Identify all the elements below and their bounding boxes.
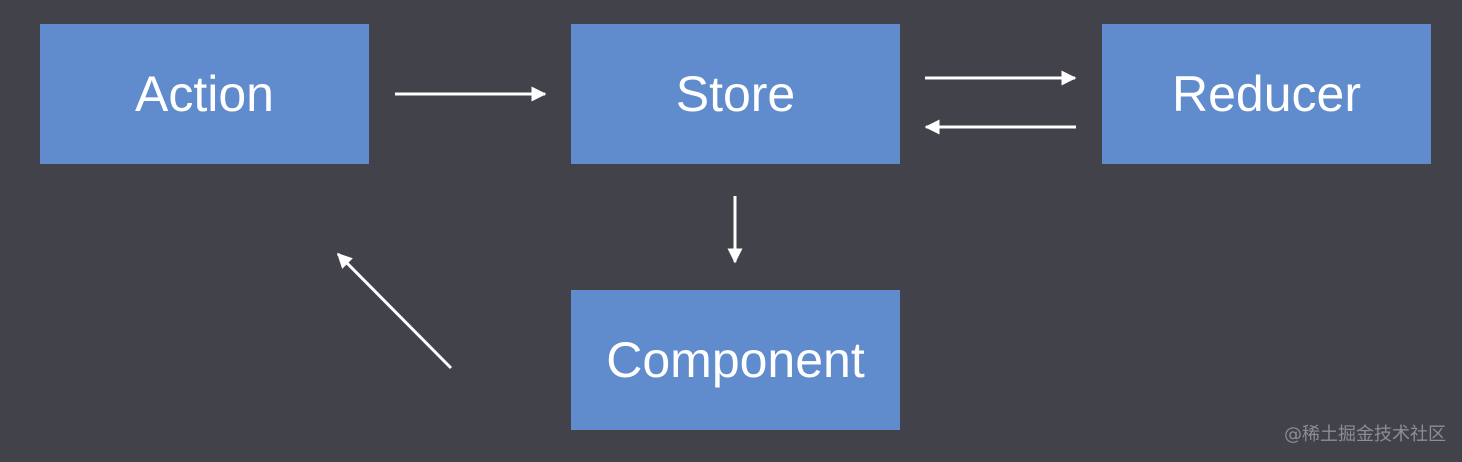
watermark-text: @稀土掘金技术社区 — [1284, 424, 1446, 445]
reducer-node: Reducer — [1102, 24, 1431, 164]
reducer-node-label: Reducer — [1172, 66, 1361, 122]
action-node: Action — [40, 24, 369, 164]
component-node: Component — [571, 290, 900, 430]
store-node-label: Store — [675, 66, 796, 122]
component-node-label: Component — [606, 332, 865, 388]
arrow-component-to-action — [336, 252, 453, 370]
action-node-label: Action — [135, 66, 274, 122]
store-node: Store — [571, 24, 900, 164]
